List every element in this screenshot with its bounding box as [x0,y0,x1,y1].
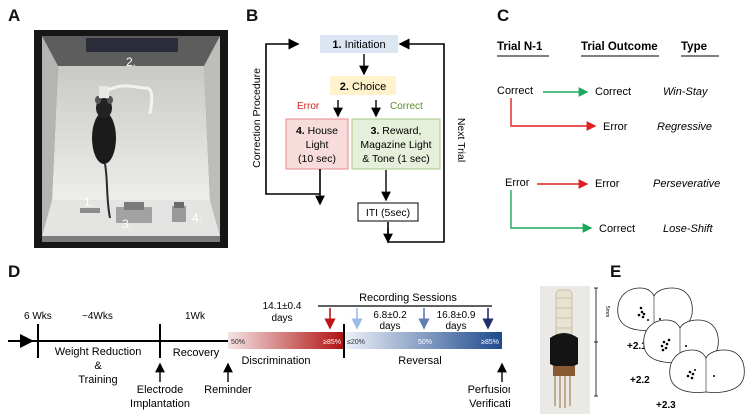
reward-line1: 3. Reward, [371,125,422,137]
reward-box [351,118,441,170]
type-row1: Win-Stay [663,86,709,98]
type-row3: Perseverative [653,178,720,190]
house-line2: Light [306,139,329,151]
type-row2: Regressive [657,121,712,133]
outcome-table: Trial N-1 Trial Outcome Type Correct Cor… [497,41,720,235]
reward-line3: & Tone (1 sec) [362,153,430,165]
coord-3: +2.3 [656,400,676,411]
outcome-row2: Error [603,121,628,133]
electrode-histology: 5mm +2.1 +2.2 +2.3 [540,286,745,414]
reversal-bar [344,332,502,349]
scale-label: 5mm [604,306,610,317]
panel-letter-d: D [8,262,21,281]
prev-error: Error [505,177,530,189]
rev-start-pct: ≤20% [347,339,365,346]
rev2-days-2: days [445,321,466,332]
panel-letter-c: C [497,6,510,25]
weight-line3: Training [78,374,117,386]
correct-label: Correct [390,101,423,112]
label-two: 2. [126,55,136,69]
rev2-days-1: 16.8±0.9 [437,310,476,321]
initiation-box [320,35,398,53]
six-wks: 6 Wks [24,311,52,322]
recovery-label: Recovery [173,347,220,359]
reminder-label: Reminder [204,384,252,396]
next-trial-label: Next Trial [455,118,467,162]
rev1-days-2: days [379,321,400,332]
rev-end-pct: ≥85% [481,339,499,346]
operant-chamber-photo: 2. 1. 3. 4. [34,30,228,248]
header-outcome: Trial Outcome [581,41,658,53]
coord-2: +2.2 [630,375,650,386]
choice-label: 2. Choice [340,81,386,93]
outcome-row3: Error [595,178,620,190]
house-light-device [80,208,100,213]
panel-letter-a: A [8,6,21,25]
house-line3: (10 sec) [298,153,336,165]
house-light-box [285,118,349,170]
type-row4: Lose-Shift [663,223,713,235]
four-wks: ~4Wks [82,311,113,322]
disc-end-pct: ≥85% [323,339,341,346]
correction-procedure-label: Correction Procedure [251,68,263,168]
header-trial-n1: Trial N-1 [497,41,543,53]
iti-box [357,202,419,222]
discrimination-bar [228,332,344,349]
prev-correct: Correct [497,85,533,97]
choice-box [330,76,396,95]
correction-loop-arrow [265,38,321,195]
weight-line2: & [94,360,102,372]
perfusion-line2: Verification [469,398,510,410]
reversal-label: Reversal [398,355,441,367]
discrimination-label: Discrimination [241,355,310,367]
initiation-label: 1. Initiation [332,39,385,51]
label-one: 1. [84,195,94,209]
experiment-timeline: 6 Wks ~4Wks 1Wk Weight Reduction & Train… [8,292,510,410]
tone-device [172,206,186,222]
reward-line2: Magazine Light [360,139,431,151]
outcome-row1: Correct [595,86,631,98]
trial-flow-diagram: 1. Initiation 2. Choice Error Correct 4.… [251,35,467,244]
recording-sessions-label: Recording Sessions [359,292,457,304]
header-type: Type [681,41,707,53]
disc-days-1: 14.1±0.4 [263,301,302,312]
panel-letter-b: B [246,6,259,25]
electrode-line2: Implantation [130,398,190,410]
outcome-row4: Correct [599,223,635,235]
house-line1: 4. House [296,125,338,137]
rev-mid-pct: 50% [418,339,432,346]
mouse-body [92,112,116,164]
rev1-days-1: 6.8±0.2 [373,310,407,321]
label-four: 4. [192,211,202,225]
brain-section-3 [669,349,745,393]
iti-label: ITI (5sec) [366,207,410,219]
one-wk: 1Wk [185,311,206,322]
electrode-line1: Electrode [137,384,183,396]
weight-line1: Weight Reduction [55,346,142,358]
magazine-device [116,207,152,223]
error-label: Error [297,101,320,112]
label-three: 3. [122,217,132,231]
panel-letter-e: E [610,262,622,281]
perfusion-line1: Perfusion & [468,384,510,396]
disc-start-pct: 50% [231,339,245,346]
disc-days-2: days [271,313,292,324]
coord-1: +2.1 [627,341,647,352]
mouse-tail [104,163,111,219]
